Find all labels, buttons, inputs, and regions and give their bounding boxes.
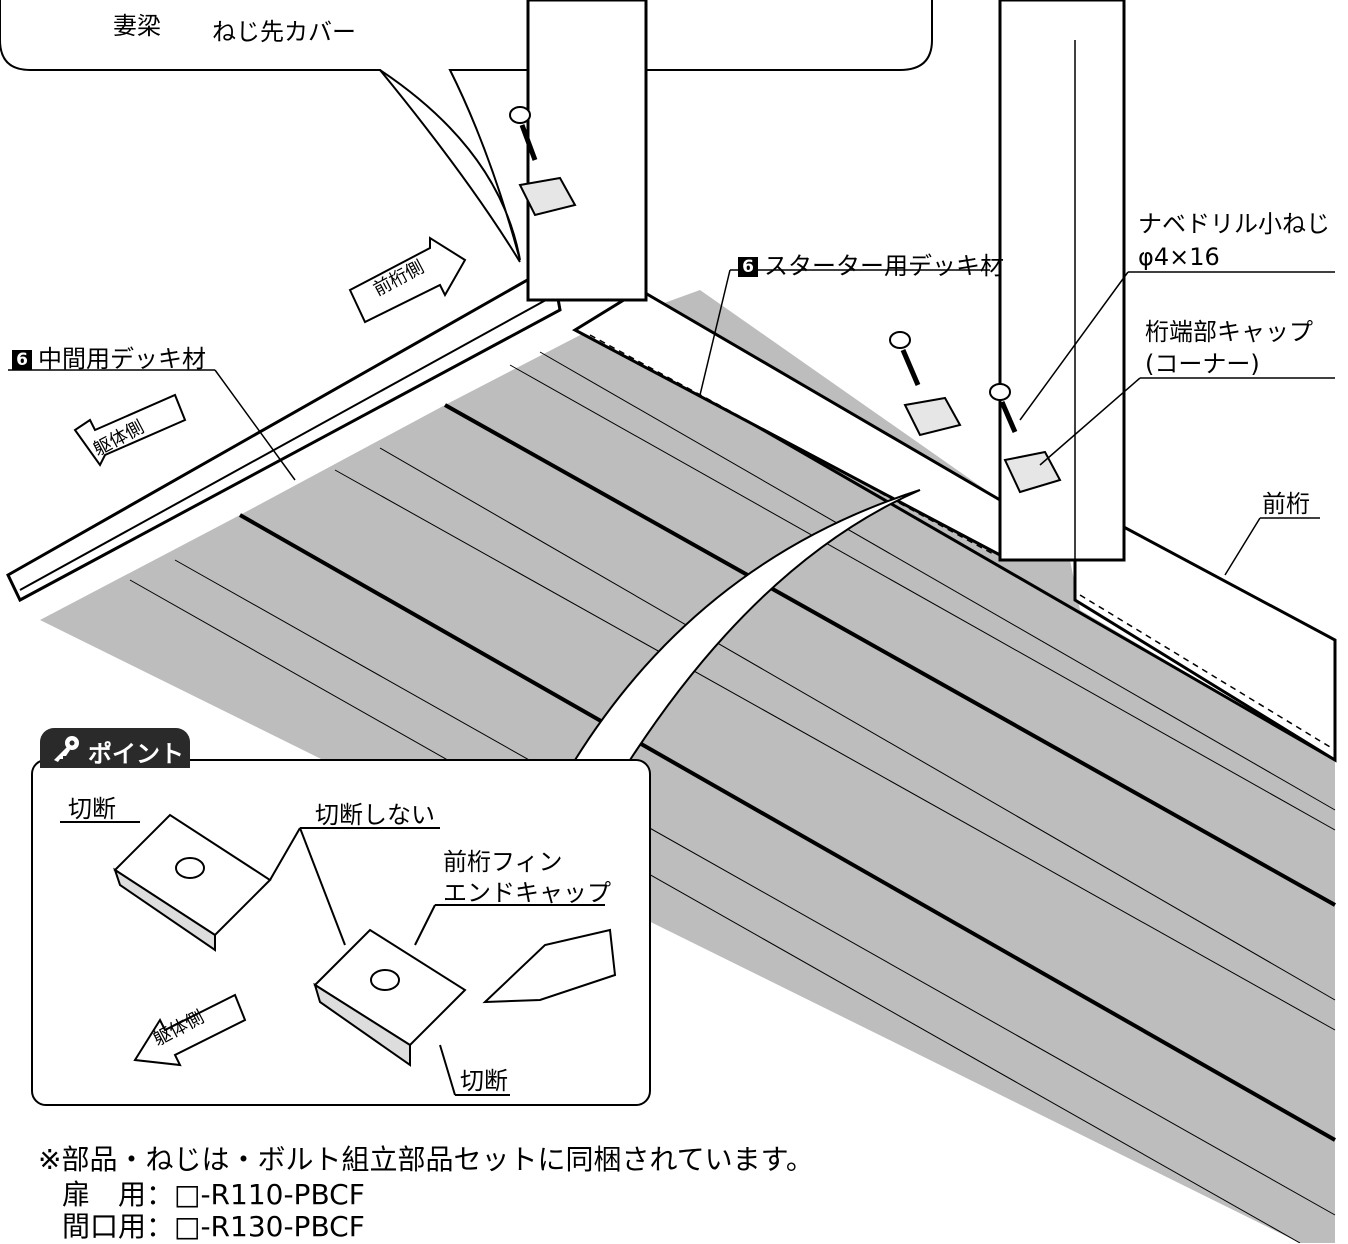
label-tsumahari: 妻梁 — [113, 12, 161, 40]
label-starter-deck-text: スターター用デッキ材 — [764, 252, 1004, 280]
top-callout-bubble — [0, 0, 933, 261]
label-middle-deck-text: 中間用デッキ材 — [38, 345, 206, 373]
badge-6: 6 — [738, 257, 758, 277]
label-screw-line1: ナベドリル小ねじ — [1138, 210, 1330, 238]
label-middle-deck: 6 中間用デッキ材 — [12, 345, 206, 373]
posts — [526, 0, 1126, 590]
point-label-fin-line1: 前桁フィン — [443, 848, 563, 876]
arrow-maeketa-side — [348, 236, 467, 324]
top-callout-pointer — [379, 69, 521, 263]
point-label-cut-bottom: 切断 — [460, 1067, 508, 1095]
label-maeketa: 前桁 — [1262, 490, 1310, 518]
screw-and-cap-set-3 — [989, 383, 1062, 494]
label-cap-line2: (コーナー) — [1145, 350, 1260, 378]
point-title: ポイント — [88, 740, 184, 768]
arrow-kutai-side — [73, 393, 187, 467]
badge-6: 6 — [12, 350, 32, 370]
footnote-line1: ※部品・ねじは・ボルト組立部品セットに同梱されています。 — [38, 1143, 814, 1176]
point-box-illustrations — [60, 813, 617, 1096]
screw-and-cap-set-1 — [509, 106, 577, 217]
key-icon — [54, 736, 79, 762]
footnote-line2: 扉 用：□-R110-PBCF — [62, 1178, 365, 1211]
point-label-no-cut: 切断しない — [315, 801, 435, 829]
point-tab: ポイント — [40, 728, 190, 768]
label-starter-deck: 6 スターター用デッキ材 — [738, 252, 1004, 280]
screw-and-cap-set-2 — [889, 331, 962, 437]
label-screw-line2: φ4×16 — [1138, 243, 1220, 271]
label-cap-line1: 桁端部キャップ — [1145, 318, 1313, 346]
footnote-line3: 間口用：□-R130-PBCF — [62, 1210, 365, 1243]
leader-lines — [8, 269, 1335, 576]
point-callout-lead — [573, 489, 921, 761]
point-label-fin-line2: エンドキャップ — [443, 879, 611, 907]
point-label-cut-left: 切断 — [68, 795, 116, 823]
label-nejisaki-cover: ねじ先カバー — [212, 18, 356, 46]
